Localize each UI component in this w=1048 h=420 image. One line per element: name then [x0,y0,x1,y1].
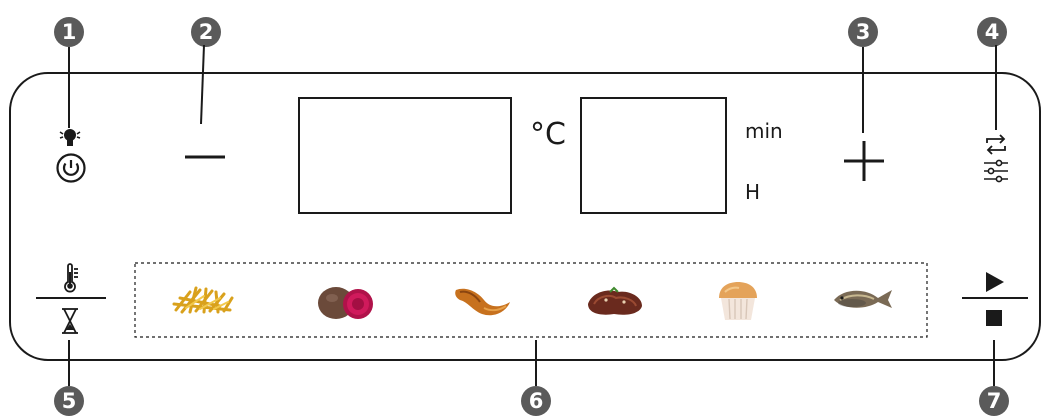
minutes-unit: min [745,119,783,143]
start-stop-divider [962,297,1028,299]
time-display [580,97,727,214]
muffin-icon[interactable] [715,280,761,322]
temp-time-divider [36,297,106,299]
hours-unit: H [745,180,761,204]
chicken-wing-icon[interactable] [452,282,514,322]
thermometer-icon[interactable] [58,262,84,296]
callout-6: 6 [521,386,551,416]
hourglass-icon[interactable] [59,306,81,336]
light-bulb-icon[interactable] [57,126,83,150]
power-icon[interactable] [55,152,87,184]
callout-4: 4 [977,17,1007,47]
play-icon[interactable] [982,270,1006,294]
settings-sliders-icon[interactable] [982,158,1010,184]
steak-icon[interactable] [584,282,646,320]
plus-button[interactable] [842,139,886,183]
leader-line-2 [200,44,205,125]
callout-3: 3 [848,17,878,47]
callout-2: 2 [191,17,221,47]
celsius-unit: °C [530,117,566,152]
minus-button[interactable] [183,150,227,164]
callout-1: 1 [54,17,84,47]
beet-icon[interactable] [314,282,378,322]
callout-7: 7 [979,386,1009,416]
stop-icon[interactable] [984,308,1004,328]
callout-5: 5 [54,386,84,416]
temperature-display [298,97,512,214]
fish-icon[interactable] [830,286,896,312]
swap-arrows-icon[interactable] [982,133,1010,157]
preset-strip [134,262,928,338]
fries-icon[interactable] [170,284,238,318]
